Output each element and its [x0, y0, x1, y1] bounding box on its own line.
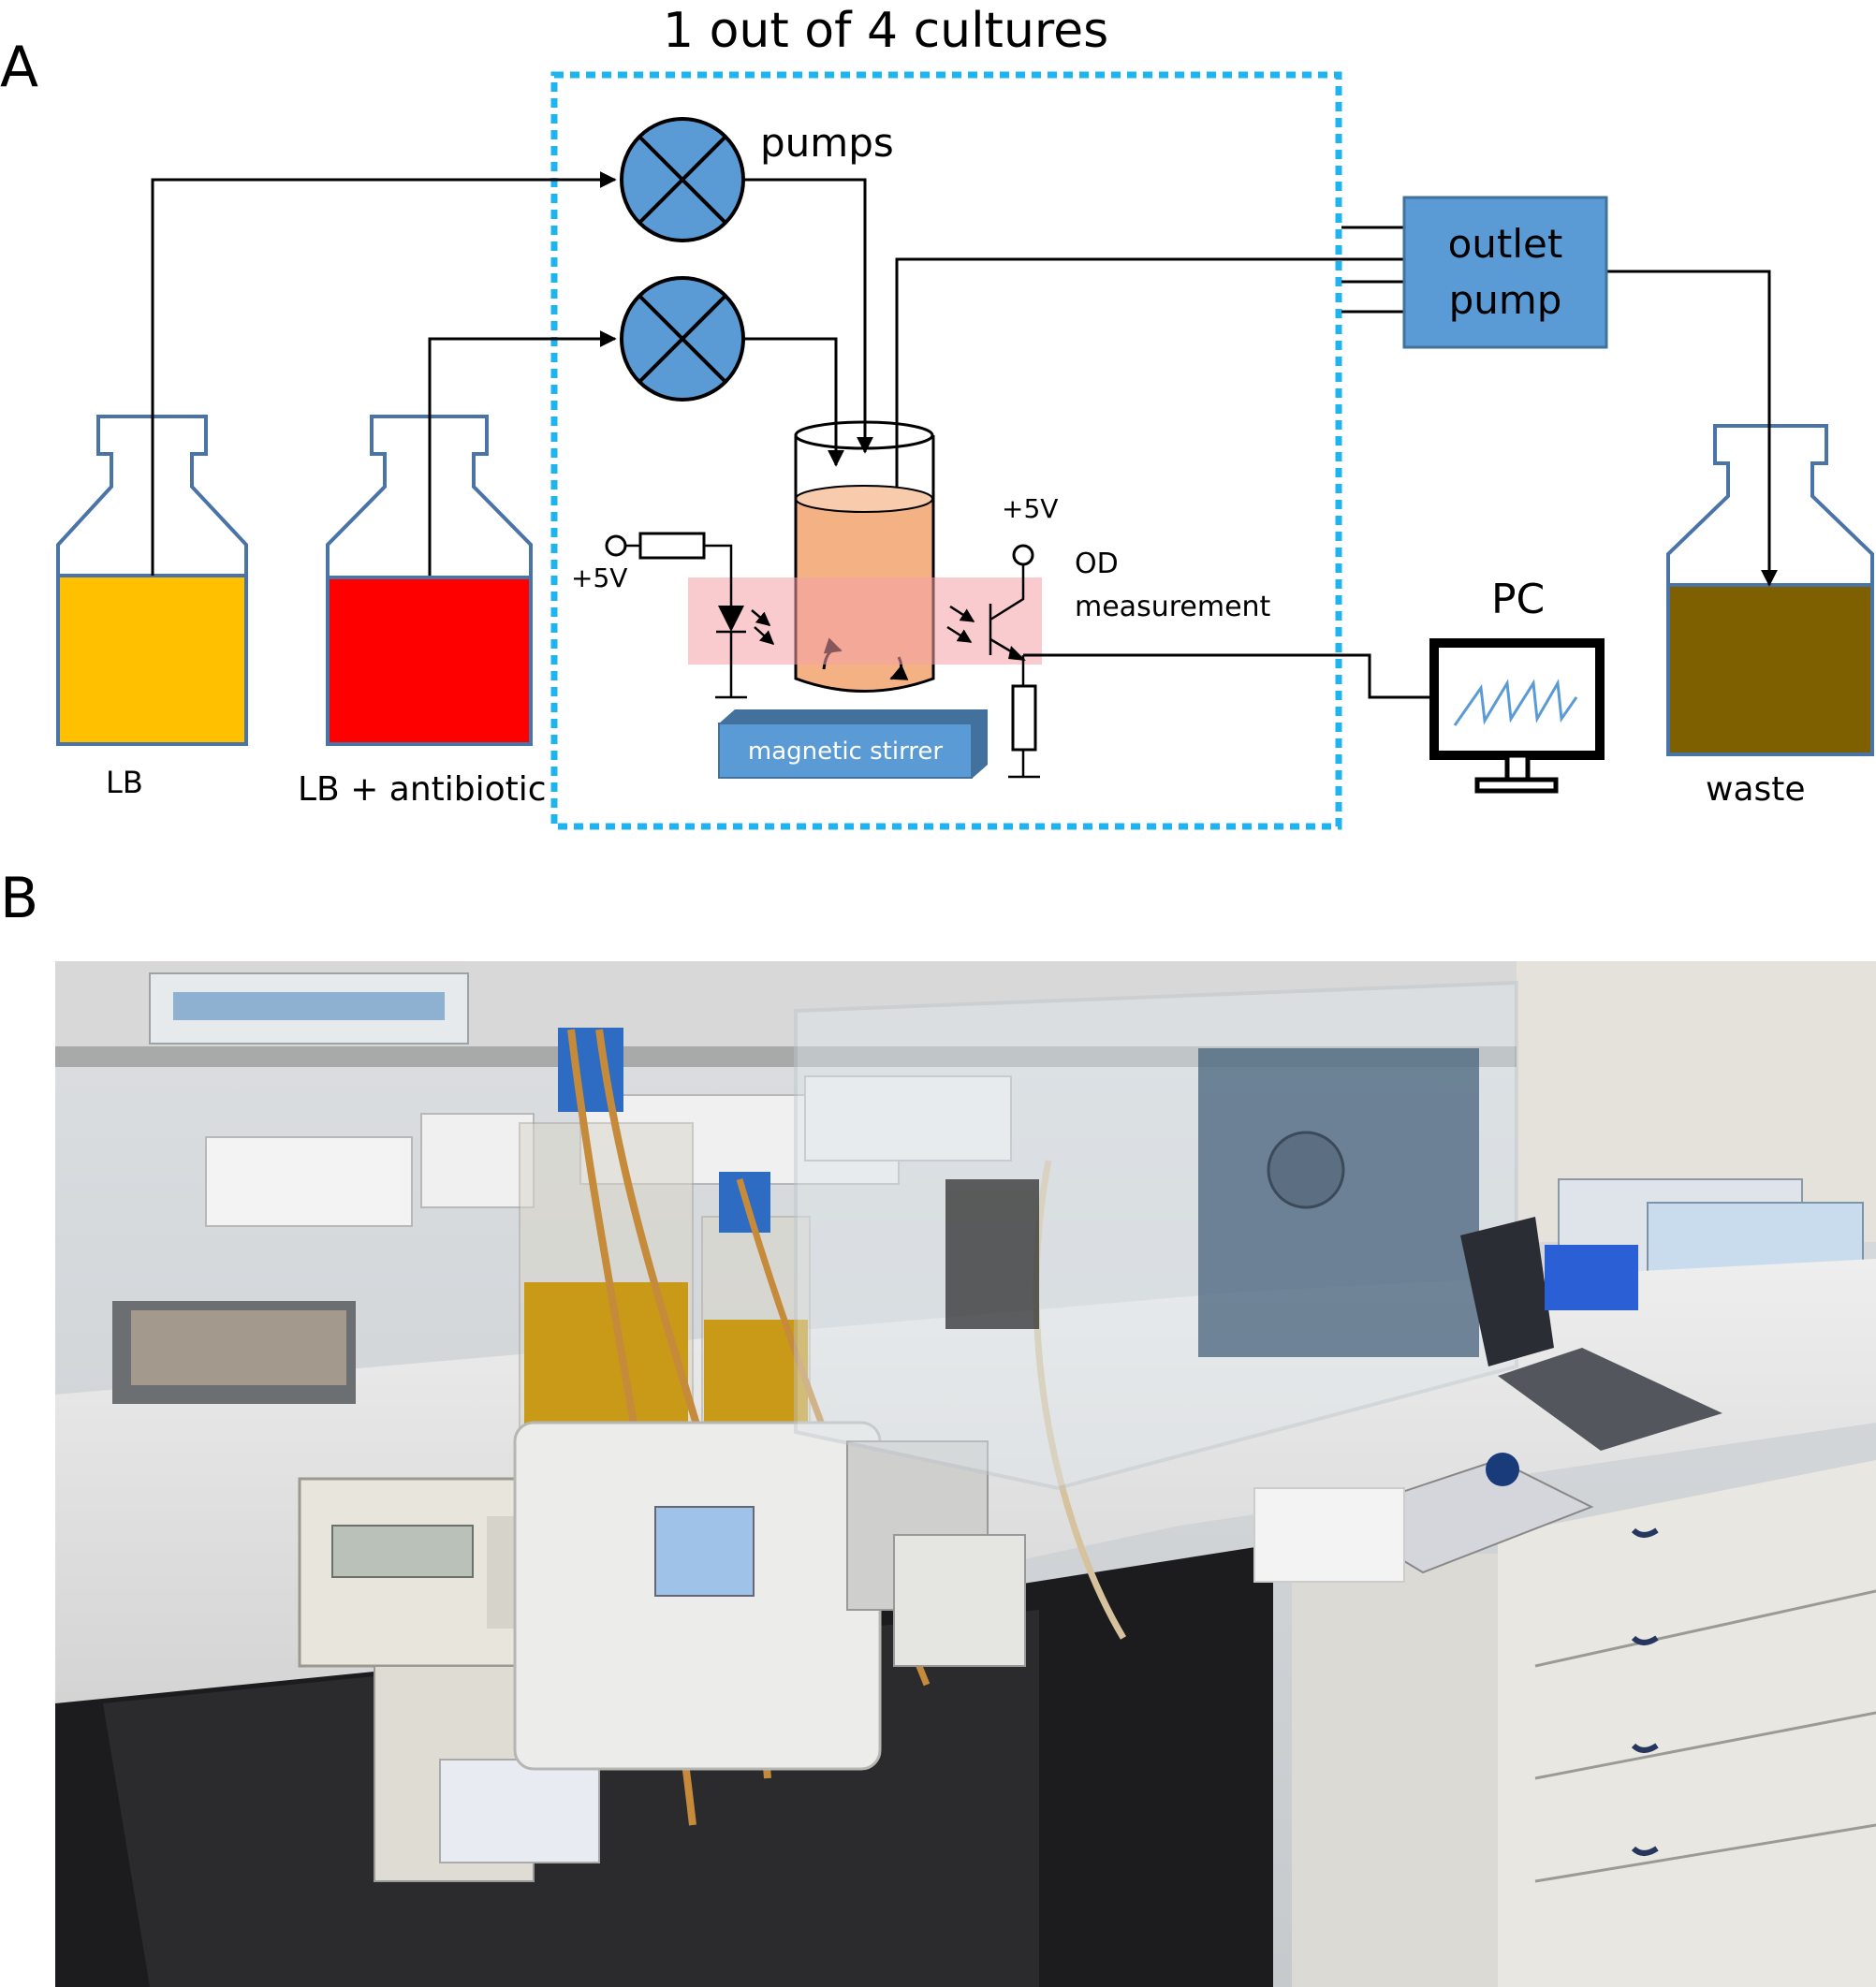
lb-antibiotic-medium [326, 576, 533, 746]
lb-medium [56, 574, 248, 746]
led-circuit: +5V [571, 532, 775, 699]
od-label-line2: measurement [1075, 591, 1271, 623]
panel-a-label: A [0, 35, 38, 100]
flask-lb: LB [56, 415, 248, 800]
lab-bench-photo [55, 961, 1876, 1987]
lb-antibiotic-label: LB + antibiotic [298, 770, 547, 809]
pumps-label: pumps [760, 120, 894, 166]
pump-1 [620, 117, 745, 242]
outlet-pump-line2: pump [1449, 277, 1562, 323]
od-label-line1: OD [1075, 548, 1119, 580]
pc-label: PC [1491, 576, 1545, 623]
panel-b: B [0, 866, 1876, 1987]
pump-2 [620, 276, 745, 402]
od-measurement-band [688, 577, 1042, 665]
outlet-pump-line1: outlet [1448, 221, 1563, 267]
flask-lb-antibiotic: LB + antibiotic [298, 415, 547, 809]
lb-label: LB [106, 765, 143, 800]
voltage-left: +5V [571, 562, 627, 593]
cultures-title: 1 out of 4 cultures [663, 3, 1108, 59]
stirrer-label: magnetic stirrer [748, 738, 944, 766]
pc-monitor: PC [1429, 576, 1605, 794]
voltage-right: +5V [1002, 493, 1058, 524]
waste-medium [1666, 583, 1874, 756]
phototransistor-circuit: +5V [946, 493, 1438, 779]
magnetic-stirrer: magnetic stirrer [718, 709, 988, 779]
waste-label: waste [1706, 770, 1806, 809]
panel-b-label: B [0, 866, 38, 931]
panel-a: A 1 out of 4 cultures LB LB + antibiotic… [0, 3, 1874, 830]
flask-waste: waste [1666, 424, 1874, 809]
culture-unit-boundary [550, 71, 1342, 830]
outlet-pump: outlet pump [1402, 196, 1608, 349]
